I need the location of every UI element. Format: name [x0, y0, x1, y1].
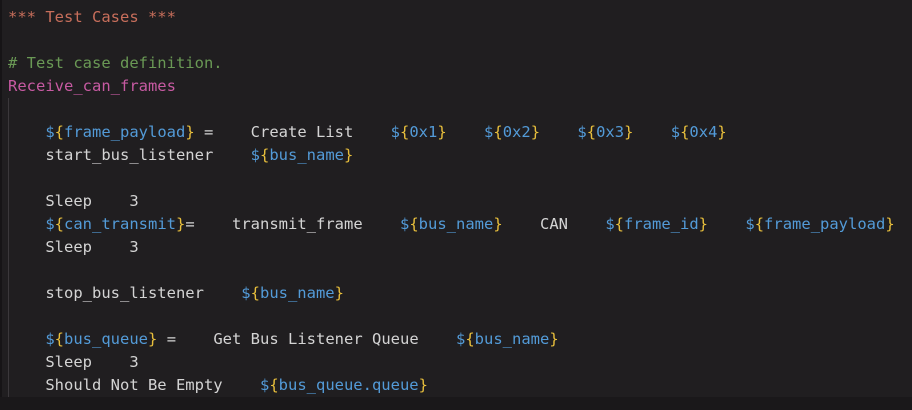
code-token-var: bus_name	[259, 284, 335, 302]
code-token-brace: {	[54, 330, 65, 348]
code-token-brace: {	[614, 215, 625, 233]
code-token-brace: }	[334, 284, 344, 302]
code-token-brace: }	[418, 376, 428, 394]
code-token-var: $	[399, 215, 410, 233]
code-line: stop_bus_listener ${bus_name}	[8, 282, 895, 305]
code-token-brace: {	[269, 376, 279, 394]
code-token-brace: {	[250, 284, 260, 302]
code-token-var: bus_queue.queue	[278, 376, 419, 394]
code-token-brace: }	[176, 215, 186, 233]
code-token-var: $	[670, 123, 681, 141]
code-line	[8, 305, 895, 328]
code-token-plain	[708, 215, 745, 233]
code-token-brace: }	[885, 215, 895, 233]
code-token-header: *** Test Cases ***	[8, 8, 176, 26]
code-token-brace: }	[343, 146, 354, 164]
code-token-var: $	[45, 215, 55, 233]
code-token-brace: {	[409, 215, 419, 233]
code-token-plain: = Get Bus Listener Queue	[157, 330, 456, 348]
code-token-brace: {	[586, 123, 597, 141]
code-line: *** Test Cases ***	[8, 6, 895, 29]
code-line: ${bus_queue} = Get Bus Listener Queue ${…	[8, 328, 895, 351]
code-token-var: frame_id	[624, 215, 699, 233]
code-token-plain	[447, 123, 484, 141]
code-token-plain: Sleep 3	[8, 238, 139, 256]
code-token-var: 0x1	[409, 123, 438, 141]
code-token-var: bus_name	[418, 215, 494, 233]
code-token-var: frame_payload	[64, 123, 186, 141]
code-line: ${frame_payload} = Create List ${0x1} ${…	[8, 121, 895, 144]
code-token-var: can_transmit	[64, 215, 176, 233]
code-token-brace: }	[493, 215, 503, 233]
code-line	[8, 29, 895, 52]
code-token-testname: Receive_can_frames	[8, 77, 176, 95]
code-token-var: $	[577, 123, 587, 141]
code-token-var: $	[45, 330, 55, 348]
code-line	[8, 167, 895, 190]
code-line: Receive_can_frames	[8, 75, 895, 98]
code-token-brace: {	[754, 215, 765, 233]
code-token-var: frame_payload	[764, 215, 886, 233]
code-token-brace: }	[530, 123, 541, 141]
code-token-var: 0x3	[596, 123, 625, 141]
code-token-brace: }	[148, 330, 158, 348]
code-token-comment: # Test case definition.	[8, 54, 223, 72]
code-token-brace: }	[437, 123, 447, 141]
code-token-plain	[8, 123, 45, 141]
code-token-plain	[8, 330, 45, 348]
code-line: start_bus_listener ${bus_name}	[8, 144, 895, 167]
code-line	[8, 98, 895, 121]
code-token-var: 0x2	[502, 123, 531, 141]
code-token-var: $	[484, 123, 494, 141]
code-token-var: bus_name	[474, 330, 550, 348]
code-token-plain	[8, 215, 45, 233]
code-token-var: $	[45, 123, 55, 141]
code-token-brace: {	[493, 123, 503, 141]
code-token-brace: {	[680, 123, 690, 141]
code-line	[8, 259, 895, 282]
code-token-plain: Sleep 3	[8, 192, 139, 210]
code-token-plain	[633, 123, 670, 141]
code-token-var: $	[390, 123, 400, 141]
code-token-plain	[540, 123, 577, 141]
code-token-plain: = transmit_frame	[185, 215, 400, 233]
code-token-var: $	[745, 215, 755, 233]
editor-left-edge	[0, 0, 2, 410]
code-line: # Test case definition.	[8, 52, 895, 75]
editor-bottom-edge	[0, 397, 912, 410]
code-line: Sleep 3	[8, 190, 895, 213]
code-token-var: $	[241, 284, 251, 302]
code-token-var: $	[605, 215, 615, 233]
code-token-plain: stop_bus_listener	[8, 284, 242, 302]
code-line: Sleep 3	[8, 351, 895, 374]
code-token-var: $	[250, 146, 260, 164]
code-token-plain: = Create List	[194, 123, 391, 141]
code-token-brace: }	[717, 123, 727, 141]
code-token-var: $	[259, 376, 270, 394]
code-token-brace: }	[185, 123, 195, 141]
code-token-brace: }	[698, 215, 709, 233]
code-token-brace: {	[259, 146, 270, 164]
code-token-brace: {	[465, 330, 475, 348]
code-token-brace: }	[624, 123, 634, 141]
code-token-plain: start_bus_listener	[8, 146, 251, 164]
code-area[interactable]: *** Test Cases *** # Test case definitio…	[0, 0, 895, 397]
code-token-brace: {	[54, 123, 65, 141]
code-token-var: bus_queue	[64, 330, 149, 348]
code-token-var: bus_name	[269, 146, 344, 164]
code-line: Should Not Be Empty ${bus_queue.queue}	[8, 374, 895, 397]
code-token-var: 0x4	[689, 123, 718, 141]
code-token-brace: {	[400, 123, 410, 141]
indent-guide	[8, 98, 9, 397]
code-token-var: $	[455, 330, 466, 348]
code-token-plain: Sleep 3	[8, 353, 139, 371]
code-token-brace: }	[549, 330, 559, 348]
code-token-plain: CAN	[502, 215, 606, 233]
code-token-brace: {	[54, 215, 65, 233]
code-token-plain: Should Not Be Empty	[8, 376, 260, 394]
code-line: Sleep 3	[8, 236, 895, 259]
code-line: ${can_transmit}= transmit_frame ${bus_na…	[8, 213, 895, 236]
